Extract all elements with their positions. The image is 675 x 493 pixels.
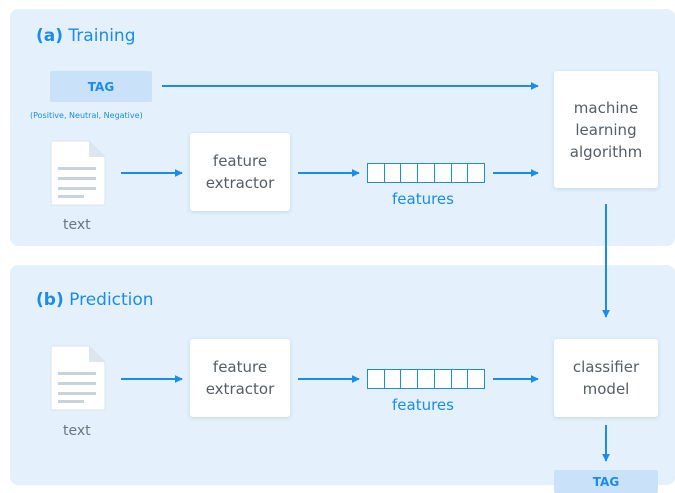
prediction-title-prefix: (b) <box>36 290 64 310</box>
prediction-feature-extractor: feature extractor <box>190 339 290 417</box>
feature-cell <box>418 369 435 389</box>
feature-cell <box>418 163 435 183</box>
classifier-model-label: classifier model <box>572 358 640 398</box>
training-feature-extractor: feature extractor <box>190 133 290 211</box>
prediction-output-tag: TAG <box>554 470 658 493</box>
training-text-caption: text <box>63 217 91 233</box>
training-tag-note: (Positive, Neutral, Negative) <box>30 111 143 120</box>
training-title: (a) Training <box>36 26 136 46</box>
feature-cell <box>401 369 419 389</box>
prediction-feature-vector <box>367 369 486 389</box>
feature-cell <box>401 163 419 183</box>
feature-cell <box>451 369 469 389</box>
training-tag-box: TAG <box>50 71 152 102</box>
prediction-document-icon <box>50 345 106 411</box>
feature-cell <box>451 163 469 183</box>
machine-learning-algorithm-box: machine learning algorithm <box>554 71 658 188</box>
prediction-feature-extractor-label: feature extractor <box>205 358 275 398</box>
training-document-icon <box>50 140 106 206</box>
feature-cell <box>434 369 452 389</box>
feature-cell <box>384 369 402 389</box>
training-feature-extractor-label: feature extractor <box>205 152 275 192</box>
prediction-title-text: Prediction <box>69 290 154 310</box>
prediction-text-caption: text <box>63 423 91 439</box>
feature-cell <box>367 163 385 183</box>
training-features-label: features <box>392 190 454 208</box>
training-title-text: Training <box>68 26 136 46</box>
feature-cell <box>434 163 452 183</box>
training-title-prefix: (a) <box>36 26 64 46</box>
feature-cell <box>468 369 486 389</box>
machine-learning-algorithm-label: machine learning algorithm <box>569 98 643 161</box>
feature-cell <box>367 369 385 389</box>
prediction-features-label: features <box>392 396 454 414</box>
feature-cell <box>468 163 486 183</box>
classifier-model-box: classifier model <box>554 339 658 417</box>
training-feature-vector <box>367 163 486 183</box>
prediction-title: (b) Prediction <box>36 290 154 310</box>
feature-cell <box>384 163 402 183</box>
